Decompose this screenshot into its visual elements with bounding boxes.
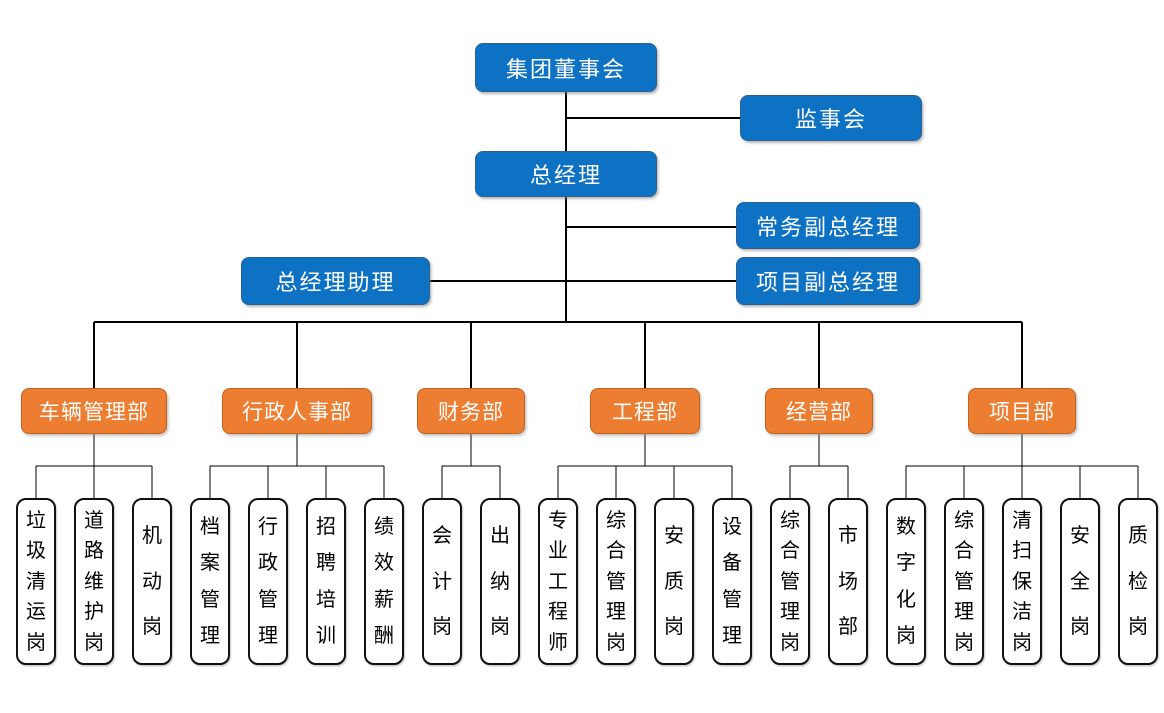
position-node-label: 设备管理 (722, 515, 742, 648)
org-node-board-label: 集团董事会 (505, 56, 626, 82)
org-node-executive-deputy-gm: 常务副总经理 (736, 202, 920, 249)
dept-node-finance: 财务部 (417, 388, 525, 434)
position-node-label: 招聘培训 (316, 515, 336, 648)
position-node: 安全岗 (1060, 498, 1100, 665)
position-node: 安质岗 (654, 498, 694, 665)
position-node: 清扫保洁岗 (1002, 498, 1042, 665)
position-node: 质检岗 (1118, 498, 1158, 665)
position-node-label: 质检岗 (1128, 524, 1148, 639)
position-node-label: 数字化岗 (896, 515, 916, 648)
position-node: 垃圾清运岗 (16, 498, 56, 665)
org-node-project-deputy-gm-label: 项目副总经理 (755, 270, 900, 295)
position-node-label: 出纳岗 (490, 524, 510, 639)
org-node-project-deputy-gm: 项目副总经理 (736, 257, 920, 305)
dept-node-project-label: 项目部 (989, 401, 1055, 424)
position-node: 综合管理岗 (770, 498, 810, 665)
position-node: 道路维护岗 (74, 498, 114, 665)
position-node-label: 机动岗 (142, 524, 162, 639)
position-node: 设备管理 (712, 498, 752, 665)
position-node-label: 会计岗 (432, 524, 452, 639)
org-node-executive-deputy-gm-label: 常务副总经理 (755, 214, 900, 240)
position-node-label: 清扫保洁岗 (1012, 509, 1032, 654)
org-node-supervisory-board: 监事会 (740, 95, 922, 141)
org-node-gm-assistant-label: 总经理助理 (275, 270, 396, 295)
position-node: 综合管理岗 (944, 498, 984, 665)
dept-node-engineering-label: 工程部 (612, 401, 678, 424)
position-node: 绩效薪酬 (364, 498, 404, 665)
position-node: 行政管理 (248, 498, 288, 665)
dept-node-operations: 经营部 (765, 388, 873, 434)
dept-node-operations-label: 经营部 (786, 401, 852, 424)
dept-node-vehicle-management: 车辆管理部 (21, 388, 167, 434)
dept-node-admin-hr: 行政人事部 (222, 388, 372, 434)
position-node: 市场部 (828, 498, 868, 665)
position-node-label: 市场部 (838, 524, 858, 639)
position-node: 档案管理 (190, 498, 230, 665)
position-node-label: 道路维护岗 (84, 509, 104, 654)
position-node-label: 综合管理岗 (780, 509, 800, 654)
dept-node-project: 项目部 (968, 388, 1076, 434)
position-node-label: 安全岗 (1070, 524, 1090, 639)
position-node: 会计岗 (422, 498, 462, 665)
org-node-board: 集团董事会 (475, 43, 657, 92)
position-node-label: 综合管理岗 (954, 509, 974, 654)
position-node: 出纳岗 (480, 498, 520, 665)
position-node: 招聘培训 (306, 498, 346, 665)
dept-node-vehicle-management-label: 车辆管理部 (39, 401, 149, 424)
org-node-general-manager-label: 总经理 (529, 163, 602, 188)
position-node: 机动岗 (132, 498, 172, 665)
dept-node-admin-hr-label: 行政人事部 (242, 401, 352, 424)
position-node: 专业工程师 (538, 498, 578, 665)
dept-node-engineering: 工程部 (590, 388, 700, 434)
position-node-label: 垃圾清运岗 (26, 509, 46, 654)
position-node-label: 专业工程师 (548, 509, 568, 654)
position-node-label: 综合管理岗 (606, 509, 626, 654)
position-node-label: 档案管理 (200, 515, 220, 648)
org-node-general-manager: 总经理 (475, 151, 657, 197)
position-node-label: 绩效薪酬 (374, 515, 394, 648)
position-node: 数字化岗 (886, 498, 926, 665)
position-node-label: 行政管理 (258, 515, 278, 648)
org-node-supervisory-board-label: 监事会 (794, 107, 867, 132)
dept-node-finance-label: 财务部 (438, 401, 504, 424)
position-node-label: 安质岗 (664, 524, 684, 639)
position-node: 综合管理岗 (596, 498, 636, 665)
org-node-gm-assistant: 总经理助理 (241, 257, 430, 305)
